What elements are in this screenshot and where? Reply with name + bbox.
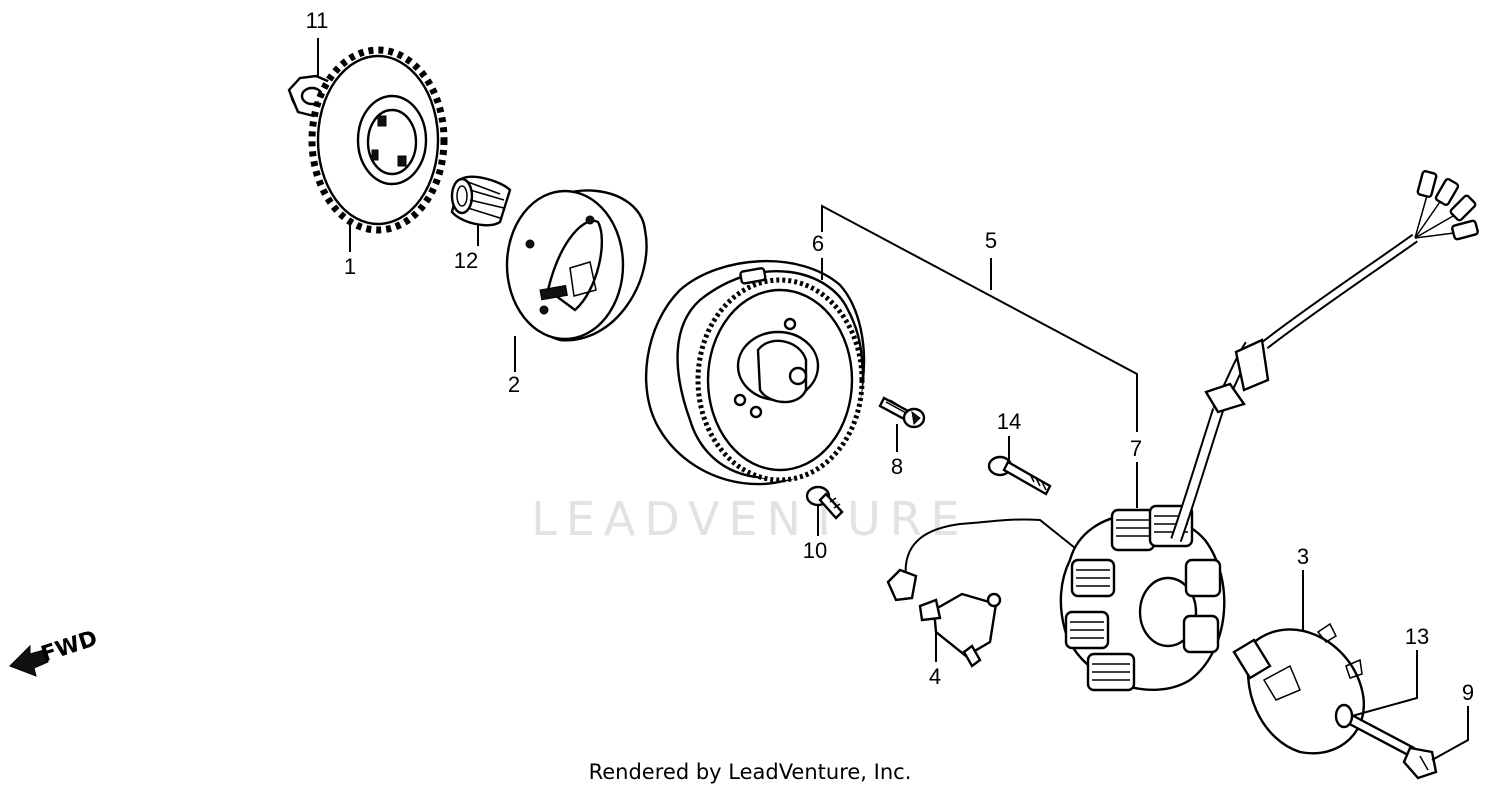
callout-6: 6 <box>812 231 824 256</box>
callout-10: 10 <box>803 538 827 563</box>
callout-13: 13 <box>1405 624 1429 649</box>
part-8-bolt[interactable] <box>878 396 926 429</box>
part-10-bolt[interactable] <box>805 485 844 520</box>
part-4-pulse-generator[interactable] <box>886 518 1076 668</box>
fwd-indicator: FWD <box>9 626 101 677</box>
part-12-needle-bearing[interactable] <box>450 175 512 227</box>
callout-12: 12 <box>454 248 478 273</box>
wire-harness[interactable] <box>1170 170 1479 542</box>
part-1-starter-gear[interactable] <box>308 46 448 234</box>
part-9-bolt[interactable] <box>1340 710 1438 780</box>
fwd-arrow-icon <box>9 644 49 677</box>
watermark-text: LEADVENTURE <box>531 492 969 546</box>
part-2-starter-clutch[interactable] <box>505 189 648 342</box>
part-7-stator[interactable] <box>1059 504 1226 692</box>
callout-2: 2 <box>508 372 520 397</box>
part-3-cover[interactable] <box>1232 622 1365 755</box>
callout-8: 8 <box>891 454 903 479</box>
callout-5: 5 <box>985 228 997 253</box>
leader-lines <box>317 38 1469 761</box>
part-13-washer[interactable] <box>1334 703 1354 729</box>
callout-11: 11 <box>306 8 329 33</box>
callout-14: 14 <box>997 409 1021 434</box>
callout-7: 7 <box>1130 436 1142 461</box>
callout-1: 1 <box>344 254 356 279</box>
credit-text: Rendered by LeadVenture, Inc. <box>588 760 912 784</box>
callouts: 11 1 12 2 6 5 8 14 7 10 4 3 13 9 <box>306 8 1475 705</box>
part-6-flywheel[interactable] <box>644 260 866 486</box>
part-14-bolt[interactable] <box>987 455 1052 496</box>
callout-3: 3 <box>1297 544 1309 569</box>
callout-4: 4 <box>929 664 941 689</box>
fwd-label: FWD <box>38 626 100 668</box>
callout-9: 9 <box>1462 680 1474 705</box>
